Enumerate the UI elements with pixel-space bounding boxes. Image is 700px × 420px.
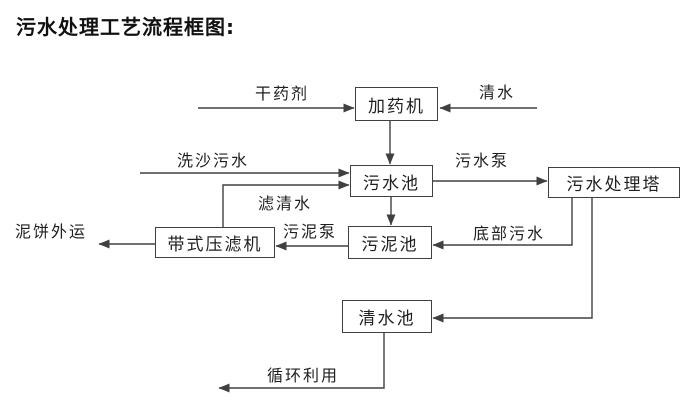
node-treatment-tower-label: 污水处理塔 (566, 175, 662, 195)
node-belt-filter-press-label: 带式压滤机 (167, 235, 263, 255)
flow-label-filtered-water: 滤清水 (257, 194, 313, 213)
edge-clean-water-pool-to-recycle (218, 333, 385, 393)
flow-label-bottom-sewage: 底部污水 (472, 224, 546, 243)
flow-label-sewage-pump: 污水泵 (454, 151, 510, 170)
flow-label-dry-agent: 干药剂 (254, 84, 310, 103)
node-sewage-pool-label: 污水池 (363, 173, 420, 194)
flow-label-sludge-pump: 污泥泵 (282, 222, 338, 241)
page-title: 污水处理工艺流程框图: (16, 15, 235, 39)
node-clean-water-pool-label: 清水池 (358, 309, 416, 329)
node-dosing-machine-label: 加药机 (368, 96, 425, 117)
node-treatment-tower: 污水处理塔 (548, 167, 680, 198)
node-clean-water-pool: 清水池 (342, 300, 432, 333)
edge-filtered-water-to-sewage-pool (222, 180, 350, 227)
edge-bottom-sewage-to-sludge-pool (432, 198, 573, 250)
flow-label-recycle-use: 循环利用 (266, 366, 340, 385)
node-sewage-pool: 污水池 (350, 165, 433, 197)
node-belt-filter-press: 带式压滤机 (155, 227, 275, 258)
node-sludge-pool-label: 污泥池 (361, 235, 419, 255)
node-dosing-machine: 加药机 (355, 87, 438, 121)
node-sludge-pool: 污泥池 (348, 226, 432, 259)
edge-tower-to-clean-water-pool (432, 198, 593, 323)
flow-label-mud-cake-out: 泥饼外运 (14, 222, 88, 241)
flow-label-clean-water: 清水 (478, 83, 516, 102)
flow-label-sand-washing-sewage: 洗沙污水 (176, 151, 250, 170)
